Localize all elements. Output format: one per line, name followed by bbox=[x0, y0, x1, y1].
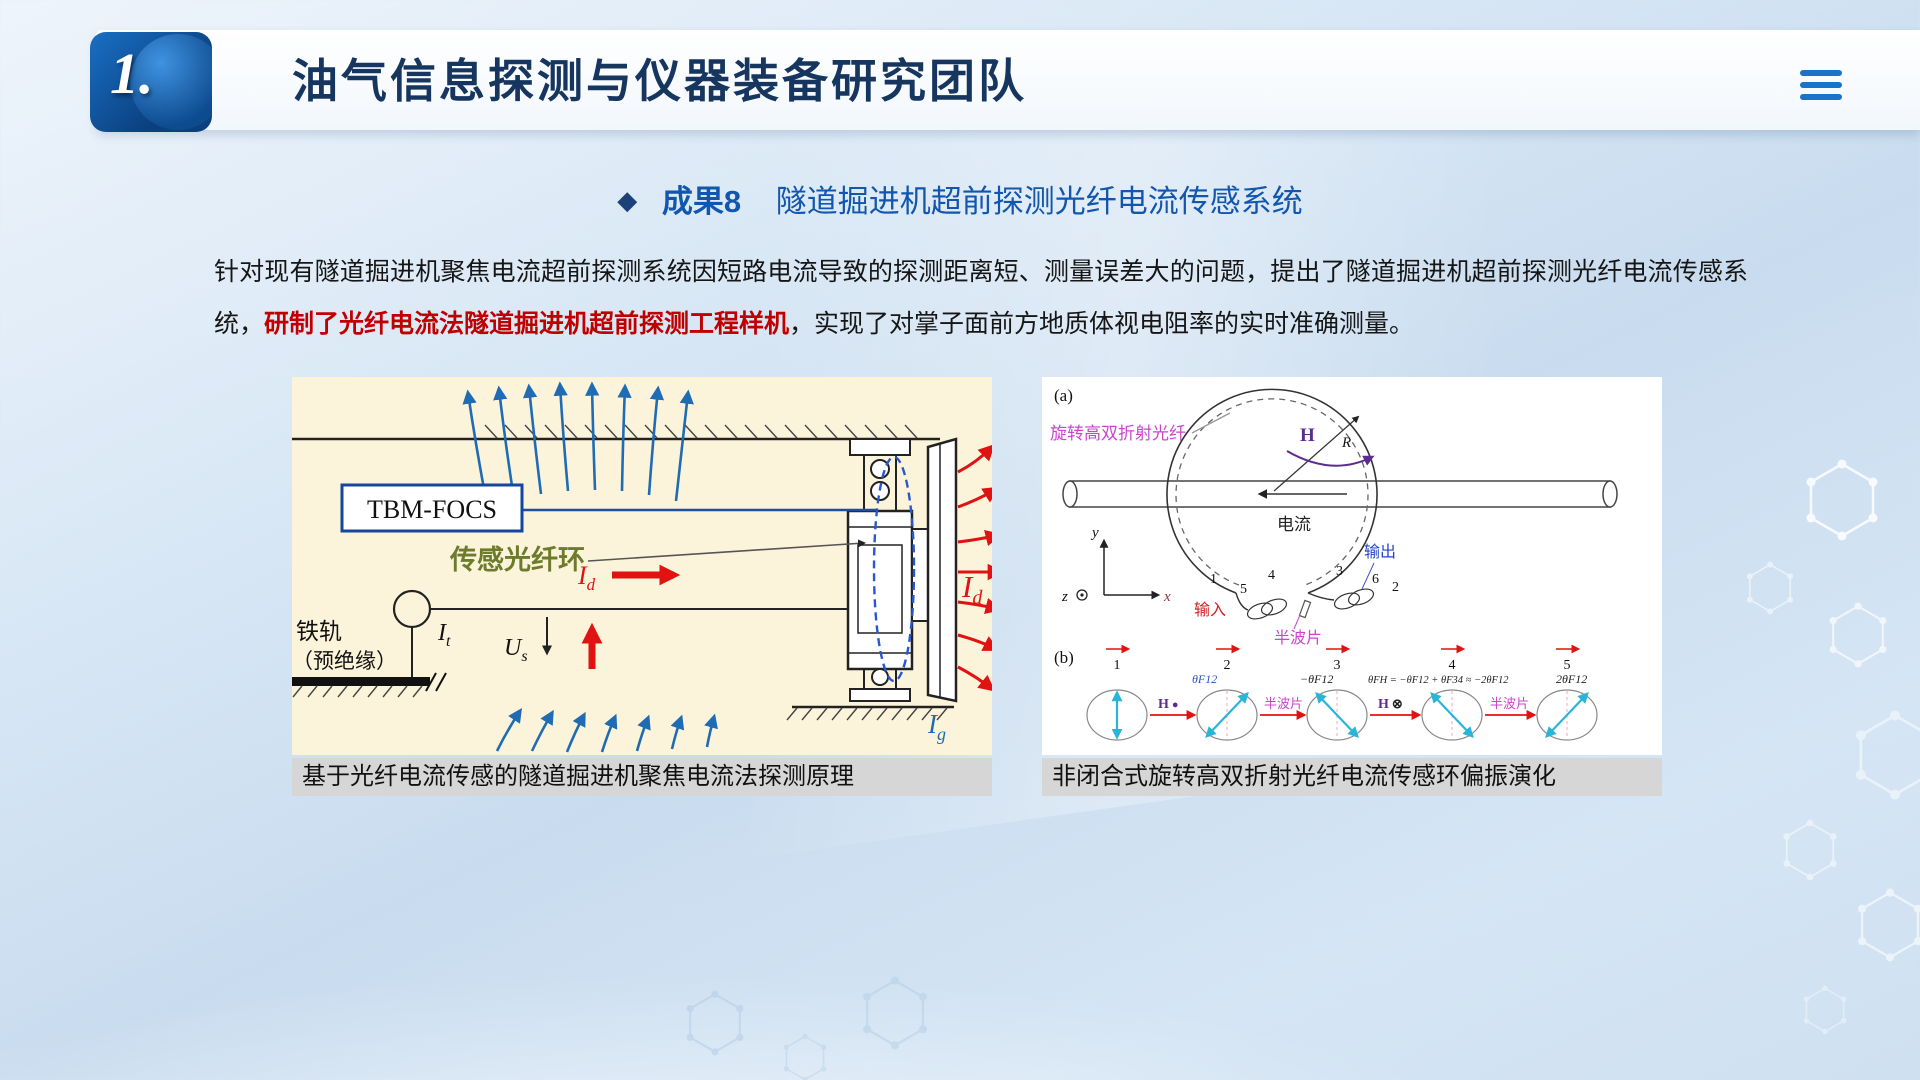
output-label: 输出 bbox=[1364, 543, 1396, 561]
menu-bar bbox=[1800, 94, 1842, 100]
svg-text:1: 1 bbox=[1114, 658, 1121, 673]
svg-text:3: 3 bbox=[1336, 564, 1343, 579]
rail-label: 铁轨 bbox=[296, 618, 342, 644]
output-pointer bbox=[1361, 562, 1375, 590]
hamburger-menu-icon[interactable] bbox=[1800, 70, 1842, 100]
upward-current-arrows bbox=[462, 381, 694, 506]
body-text-before: 针对现有隧道掘进机聚焦电流超前探测系统因短路电流导致的探测距离短、测量误差大的问… bbox=[214, 258, 1748, 338]
figure-row: TBM-FOCS 传感光纤环 Id It Us bbox=[292, 377, 1662, 796]
page-title: 油气信息探测与仪器装备研究团队 bbox=[292, 56, 1027, 107]
diamond-bullet-icon: ◆ bbox=[617, 185, 638, 215]
focused-current-symbols: Id bbox=[577, 561, 681, 669]
tunnel-ceiling bbox=[292, 424, 940, 441]
voltage-label: Us bbox=[504, 635, 528, 665]
achievement-subtitle: ◆ 成果8 隧道掘进机超前探测光纤电流传感系统 bbox=[0, 176, 1920, 221]
return-current-arrows bbox=[495, 708, 718, 753]
svg-text:θF12: θF12 bbox=[1192, 672, 1217, 686]
body-paragraph: 针对现有隧道掘进机聚焦电流超前探测系统因短路电流导致的探测距离短、测量误差大的问… bbox=[214, 246, 1748, 350]
left-figure: TBM-FOCS 传感光纤环 Id It Us bbox=[292, 377, 992, 796]
panel-a-tag: (a) bbox=[1054, 386, 1073, 405]
right-figure-caption: 非闭合式旋转高双折射光纤电流传感环偏振演化 bbox=[1042, 758, 1662, 796]
halfwave-pointer bbox=[1293, 614, 1301, 630]
achievement-tag: 成果8 bbox=[661, 184, 742, 219]
menu-bar bbox=[1800, 82, 1842, 88]
hexagon-decoration-bottom bbox=[685, 975, 929, 1080]
background-wave bbox=[0, 780, 1920, 1080]
halfwave-2-label: 半波片 bbox=[1490, 696, 1529, 711]
section-number-badge: 1. bbox=[90, 32, 212, 132]
fiber-ring bbox=[872, 455, 916, 683]
fiber-coil bbox=[1166, 388, 1378, 620]
h-out-label: H⊗ bbox=[1378, 696, 1403, 712]
body-text-after: ，实现了对掌子面前方地质体视电阻率的实时准确测量。 bbox=[789, 310, 1415, 338]
state-transitions: H● 半波片 H⊗ 半波片 bbox=[1150, 696, 1537, 720]
coordinate-axes: y x z bbox=[1061, 525, 1171, 605]
svg-text:2: 2 bbox=[1392, 580, 1399, 595]
current-label: 电流 bbox=[1277, 515, 1311, 534]
injection-circuit bbox=[392, 589, 848, 677]
svg-text:x: x bbox=[1163, 589, 1171, 605]
svg-text:3: 3 bbox=[1334, 658, 1341, 673]
conductor-rod bbox=[1062, 480, 1618, 508]
svg-text:6: 6 bbox=[1372, 572, 1379, 587]
right-figure: (a) 电流 bbox=[1042, 377, 1662, 796]
transmit-current-label: It bbox=[437, 620, 451, 650]
svg-text:2: 2 bbox=[1224, 658, 1231, 673]
header-bar: 1. 油气信息探测与仪器装备研究团队 bbox=[90, 30, 1920, 132]
detection-current-label: Id bbox=[961, 569, 983, 609]
svg-text:R: R bbox=[1341, 435, 1351, 451]
halfwave-1-label: 半波片 bbox=[1264, 696, 1303, 711]
tbm-focs-box: TBM-FOCS bbox=[340, 483, 877, 533]
svg-text:旋转高双折射光纤: 旋转高双折射光纤 bbox=[1050, 424, 1186, 443]
input-label: 输入 bbox=[1194, 601, 1226, 619]
svg-text:Id: Id bbox=[577, 561, 596, 594]
ground-current-label: Ig bbox=[927, 709, 946, 744]
svg-text:传感光纤环: 传感光纤环 bbox=[449, 544, 585, 575]
svg-text:2θF12: 2θF12 bbox=[1556, 672, 1587, 686]
tbm-machine-drawing bbox=[786, 437, 958, 721]
section-number: 1. bbox=[110, 41, 154, 106]
fiber-coil-polarization-diagram: (a) 电流 bbox=[1042, 377, 1662, 755]
spun-fiber-label: 旋转高双折射光纤 bbox=[1050, 412, 1231, 443]
rail: 铁轨 （预绝缘） bbox=[292, 618, 447, 698]
body-text-highlight: 研制了光纤电流法隧道掘进机超前探测工程样机 bbox=[264, 310, 790, 338]
svg-text:θFH = −θF12 + θF34 ≈ −2θF12: θFH = −θF12 + θF34 ≈ −2θF12 bbox=[1368, 675, 1509, 686]
polarization-states bbox=[1086, 689, 1598, 741]
state-numbers: 1 2 3 4 5 bbox=[1106, 644, 1581, 673]
svg-text:z: z bbox=[1061, 589, 1068, 605]
svg-text:5: 5 bbox=[1240, 582, 1247, 597]
fiber-position-numbers: 1 5 4 3 6 2 bbox=[1210, 564, 1399, 597]
svg-text:5: 5 bbox=[1564, 658, 1571, 673]
svg-text:4: 4 bbox=[1268, 568, 1275, 583]
halfwave-label: 半波片 bbox=[1274, 629, 1322, 647]
rail-note: （预绝缘） bbox=[292, 650, 397, 673]
svg-text:H: H bbox=[1300, 425, 1315, 446]
svg-text:y: y bbox=[1090, 525, 1099, 541]
menu-bar bbox=[1800, 70, 1842, 76]
svg-text:1: 1 bbox=[1210, 572, 1217, 587]
panel-b-tag: (b) bbox=[1054, 648, 1074, 667]
left-figure-caption: 基于光纤电流传感的隧道掘进机聚焦电流法探测原理 bbox=[292, 758, 992, 796]
magnetic-field-annotation: H bbox=[1286, 425, 1375, 467]
svg-text:−θF12: −θF12 bbox=[1300, 672, 1333, 686]
achievement-title: 隧道掘进机超前探测光纤电流传感系统 bbox=[775, 184, 1303, 219]
rotation-formulas: θF12 −θF12 θFH = −θF12 + θF34 ≈ −2θF12 2… bbox=[1192, 672, 1587, 686]
detection-current-arrows bbox=[957, 444, 992, 692]
tbm-detection-principle-diagram: TBM-FOCS 传感光纤环 Id It Us bbox=[292, 377, 992, 755]
radius-annotation: R bbox=[1273, 415, 1360, 492]
h-in-label: H● bbox=[1158, 697, 1179, 712]
fiber-ring-label: 传感光纤环 bbox=[449, 539, 866, 575]
svg-text:4: 4 bbox=[1449, 658, 1456, 673]
tbm-focs-label: TBM-FOCS bbox=[367, 495, 497, 524]
